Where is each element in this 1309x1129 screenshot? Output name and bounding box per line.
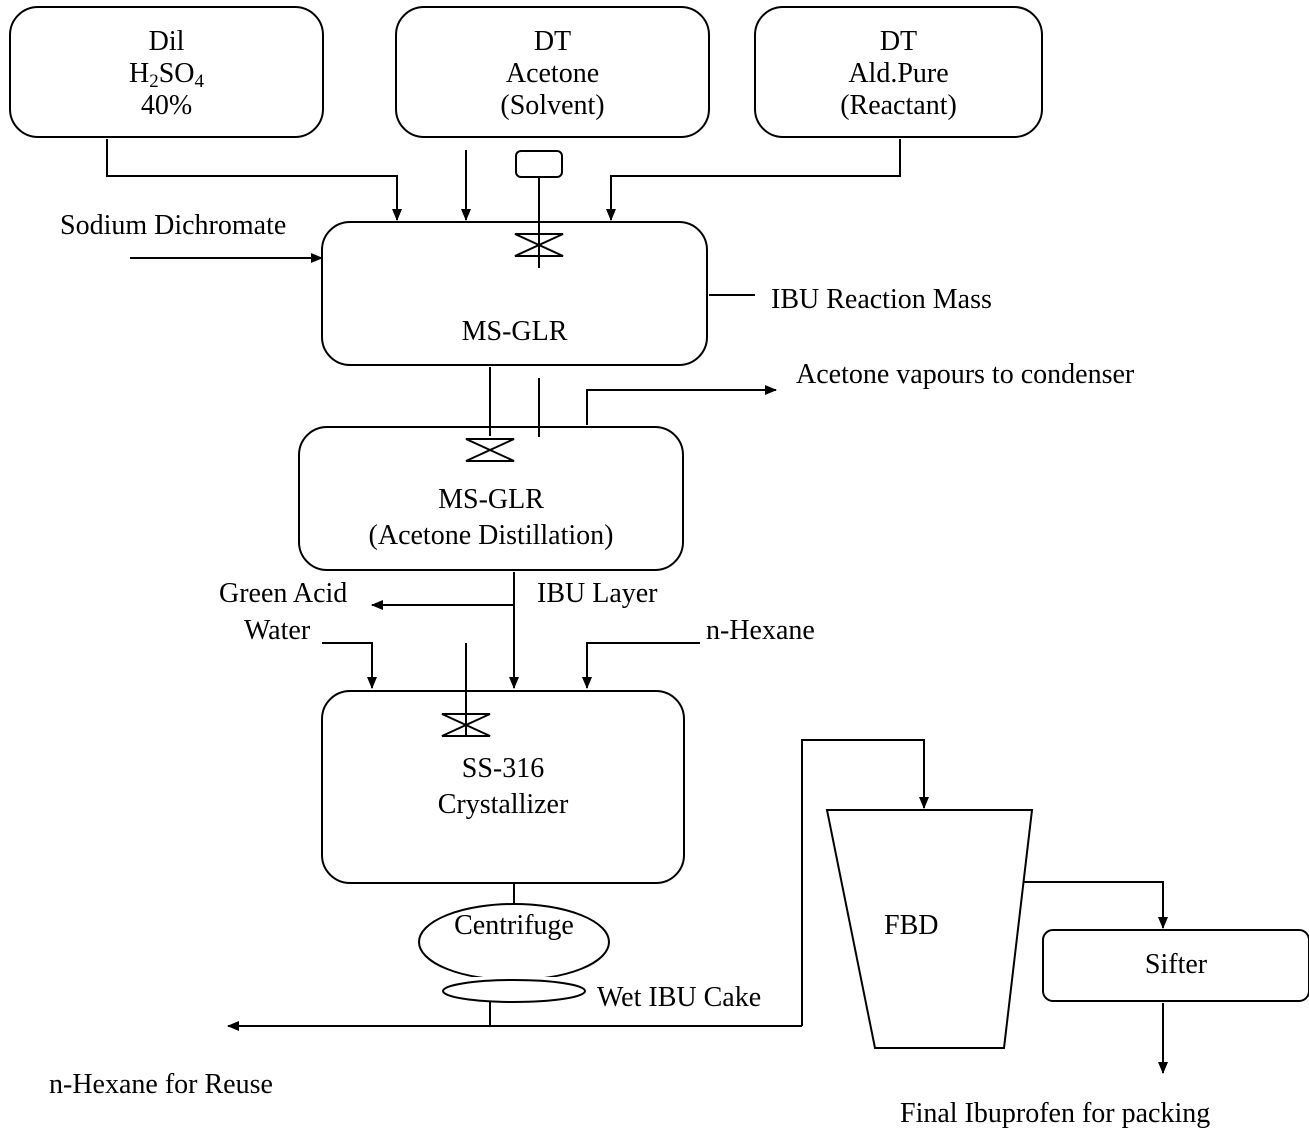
distillation-valve — [465, 438, 515, 462]
ibu-layer-label: IBU Layer — [537, 578, 658, 609]
water-label: Water — [244, 615, 311, 646]
wet-ibu-cake-tray — [442, 979, 586, 1003]
wet-cake-to-fbd-line — [801, 739, 929, 1026]
sifter-vessel — [1042, 929, 1309, 1002]
acetone-vapour-line — [586, 385, 777, 425]
h2so4-formula: H2SO4 — [128, 58, 205, 92]
sodium-dichromate-label: Sodium Dichromate — [60, 210, 287, 241]
aldehyde-tank-line1: DT — [879, 28, 918, 57]
reactor-agitator-motor — [515, 150, 563, 178]
aldehyde-tank-line2: Ald.Pure — [848, 58, 949, 89]
h2so4-tank-line1: Dil — [148, 28, 185, 57]
n-hexane-feed-line — [582, 642, 700, 689]
crystallizer-label-line1: SS-316 — [461, 753, 545, 784]
centrifuge-label: Centrifuge — [454, 910, 574, 941]
h2so4-tank — [9, 6, 324, 138]
fbd-label: FBD — [884, 910, 939, 941]
fbd-vessel — [825, 809, 1034, 1049]
sifter-label: Sifter — [1144, 949, 1208, 980]
crystallizer-label-line2: Crystallizer — [437, 789, 569, 820]
fbd-to-sifter-line — [1024, 881, 1168, 929]
h2so4-feed-line — [106, 139, 402, 221]
acetone-tank-label: DT Acetone (Solvent) — [396, 28, 709, 126]
green-acid-label: Green Acid — [219, 578, 348, 609]
h2so4-tank-line3: 40% — [140, 90, 193, 121]
crystallizer-valve — [441, 713, 491, 737]
reactor-vessel — [321, 221, 708, 366]
aldehyde-tank-line3: (Reactant) — [840, 90, 957, 121]
distillation-label-line2: (Acetone Distillation) — [368, 520, 614, 551]
ibu-reaction-mass-label: IBU Reaction Mass — [771, 284, 992, 315]
n-hexane-reuse-label: n-Hexane for Reuse — [49, 1069, 273, 1100]
aldehyde-feed-line — [606, 139, 901, 221]
acetone-vapours-label: Acetone vapours to condenser — [796, 359, 1135, 390]
reactor-label: MS-GLR — [461, 316, 568, 347]
acetone-tank-line2: Acetone — [505, 58, 600, 89]
final-ibuprofen-label: Final Ibuprofen for packing — [900, 1098, 1211, 1129]
n-hexane-label: n-Hexane — [706, 615, 815, 646]
distillation-vessel — [298, 426, 684, 571]
h2so4-tank-label: Dil H2SO4 40% — [10, 28, 323, 126]
reactor-agitator-valve — [514, 233, 564, 257]
aldehyde-tank — [754, 6, 1043, 138]
acetone-tank-line1: DT — [533, 28, 572, 57]
water-feed-line — [322, 642, 377, 689]
acetone-tank — [395, 6, 710, 138]
acetone-tank-line3: (Solvent) — [500, 90, 605, 121]
crystallizer-vessel — [321, 690, 685, 884]
wet-ibu-cake-label: Wet IBU Cake — [597, 982, 762, 1013]
aldehyde-tank-label: DT Ald.Pure (Reactant) — [755, 28, 1042, 126]
distillation-label-line1: MS-GLR — [438, 484, 544, 515]
